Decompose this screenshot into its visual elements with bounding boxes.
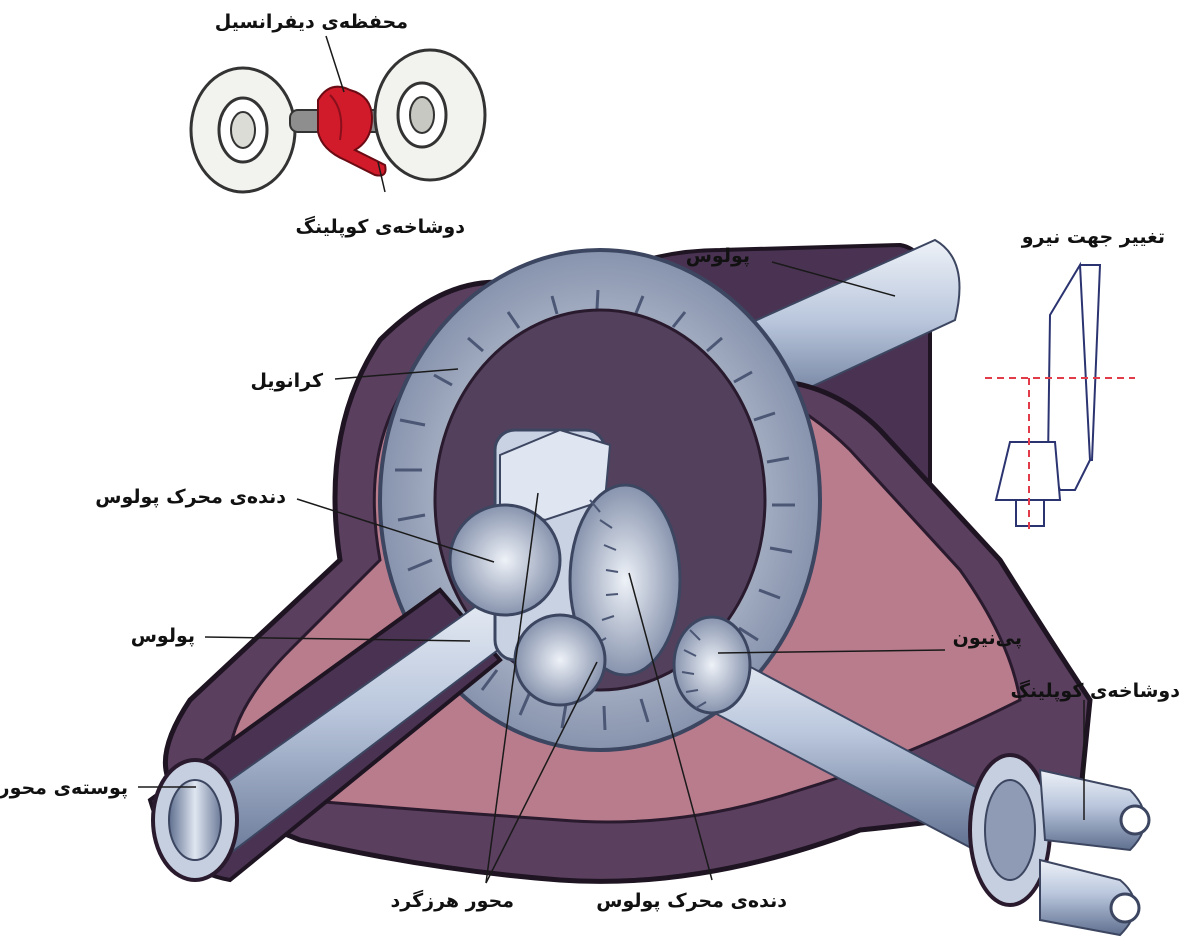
yoke-eye-upper xyxy=(1121,806,1149,834)
leader-differential-housing xyxy=(326,36,344,92)
label-force-direction-change: تغییر جهت نیرو xyxy=(1021,226,1165,248)
pinion-gear xyxy=(674,617,750,713)
label-differential-housing: محفظه‌ی دیفرانسیل xyxy=(215,11,408,33)
label-axle-housing: پوسته‌ی محور xyxy=(0,777,128,799)
label-spider-shaft: محور هرزگرد xyxy=(391,889,514,912)
axle-tube-end-shaft xyxy=(169,780,221,860)
label-axle-shaft-top: پولوس xyxy=(686,245,750,267)
label-coupling-yoke-top: دوشاخه‌ی کوپلینگ xyxy=(296,215,466,238)
inset-left-hub-core xyxy=(231,112,255,148)
differential-cutaway xyxy=(150,240,1149,935)
label-coupling-yoke-right: دوشاخه‌ی کوپلینگ xyxy=(1011,679,1181,702)
force-direction-diagram xyxy=(985,265,1135,530)
label-pinion: پی‌نیون xyxy=(953,627,1022,649)
coupling-yoke xyxy=(970,755,1149,935)
yoke-eye-lower xyxy=(1111,894,1139,922)
spider-gear-lower xyxy=(515,615,605,705)
inset-right-hub-core xyxy=(410,97,434,133)
label-ring-gear: کرانویل xyxy=(250,370,323,392)
label-axle-shaft-left: پولوس xyxy=(131,625,195,647)
coupling-flange-inner xyxy=(985,780,1035,880)
side-gear-left xyxy=(450,505,560,615)
label-axle-drive-gear-bottom: دنده‌ی محرک پولوس xyxy=(596,890,787,912)
label-axle-drive-gear-left: دنده‌ی محرک پولوس xyxy=(95,486,286,508)
